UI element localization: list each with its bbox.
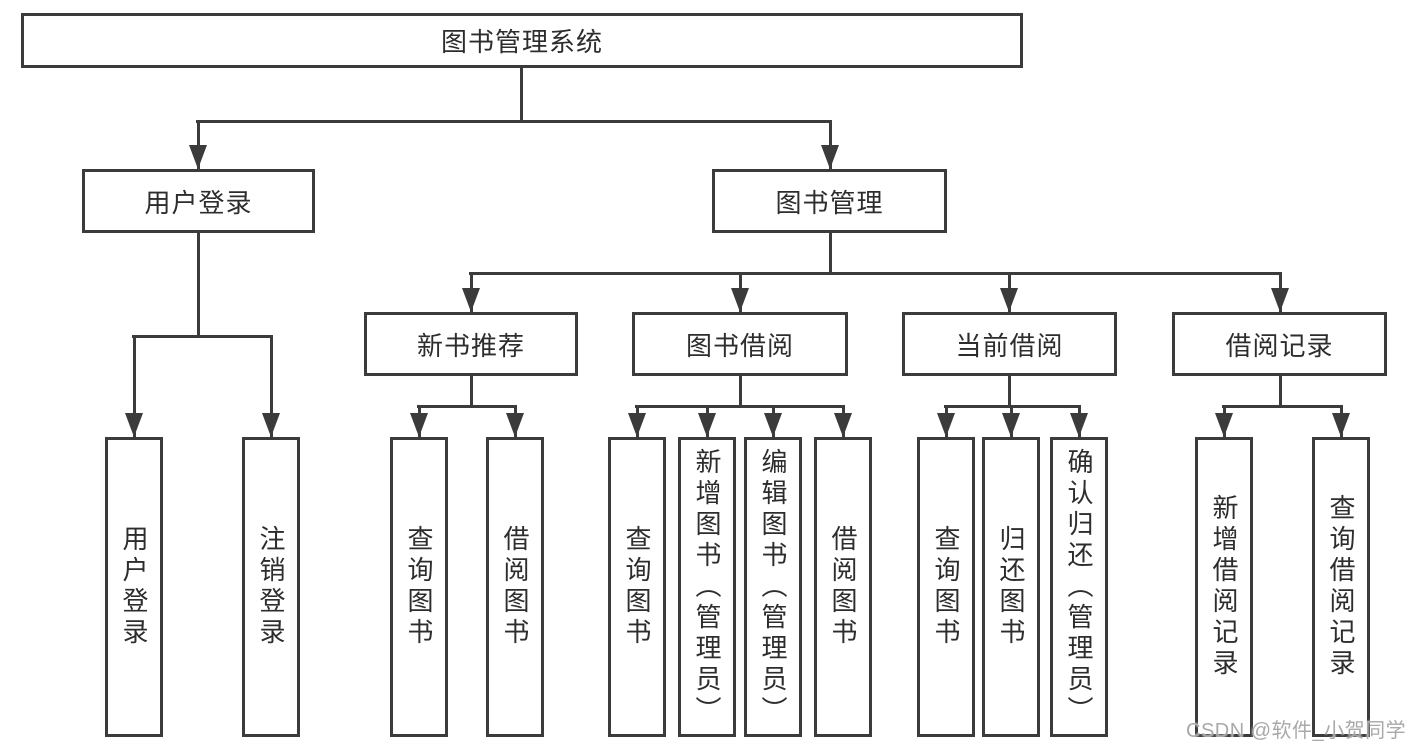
leaf-query-books-borrowing: 查询图书 <box>608 437 666 737</box>
arrowhead-borrowing-records <box>1271 288 1289 312</box>
arrowhead-leaf-add-record <box>1215 413 1233 437</box>
arrowhead-book-management <box>821 145 839 169</box>
connector-book-management-stem <box>829 233 832 275</box>
arrowhead-leaf-logout <box>262 413 280 437</box>
connector-root-stem <box>520 68 523 123</box>
connector-current-borrowing-stem <box>1008 376 1011 408</box>
connector-book-borrowing-stem <box>739 376 742 408</box>
leaf-query-books-current: 查询图书 <box>917 437 975 737</box>
node-borrowing-records: 借阅记录 <box>1172 312 1387 376</box>
leaf-edit-book-admin: 编辑图书（管理员） <box>744 437 802 737</box>
node-new-book-recommendation: 新书推荐 <box>364 312 578 376</box>
connector-borrowing-records-stem <box>1279 376 1282 408</box>
arrowhead-leaf-edit-book <box>764 413 782 437</box>
leaf-return-book: 归还图书 <box>982 437 1040 737</box>
leaf-query-borrow-record: 查询借阅记录 <box>1312 437 1370 737</box>
leaf-user-login: 用户登录 <box>105 437 163 737</box>
watermark: CSDN @软件_小贺同学 <box>1186 720 1405 742</box>
leaf-add-borrow-record: 新增借阅记录 <box>1195 437 1253 737</box>
arrowhead-new-book-recommendation <box>462 288 480 312</box>
leaf-borrow-books-borrowing: 借阅图书 <box>814 437 872 737</box>
leaf-add-book-admin: 新增图书（管理员） <box>678 437 736 737</box>
arrowhead-leaf-query-books-1 <box>410 413 428 437</box>
leaf-confirm-return-admin: 确认归还（管理员） <box>1050 437 1108 737</box>
node-user-login: 用户登录 <box>82 169 315 233</box>
connector-book-borrowing-hline <box>635 405 845 408</box>
connector-to-leaf-logout <box>270 335 273 437</box>
connector-borrowing-records-hline <box>1222 405 1343 408</box>
connector-root-hline <box>196 120 832 123</box>
arrowhead-leaf-confirm-return <box>1070 413 1088 437</box>
connector-level3-hline <box>469 272 1282 275</box>
leaf-borrow-books-recommend: 借阅图书 <box>486 437 544 737</box>
arrowhead-leaf-borrow-books-2 <box>834 413 852 437</box>
node-book-management: 图书管理 <box>712 169 947 233</box>
node-book-borrowing: 图书借阅 <box>632 312 848 376</box>
arrowhead-current-borrowing <box>1000 288 1018 312</box>
connector-to-book-management <box>829 120 832 169</box>
arrowhead-leaf-return-book <box>1002 413 1020 437</box>
arrowhead-user-login <box>189 145 207 169</box>
node-library-management-system: 图书管理系统 <box>21 13 1023 68</box>
connector-to-leaf-user-login <box>133 335 136 437</box>
arrowhead-leaf-query-books-2 <box>628 413 646 437</box>
arrowhead-leaf-add-book <box>698 413 716 437</box>
node-current-borrowing: 当前借阅 <box>902 312 1117 376</box>
arrowhead-leaf-query-record <box>1332 413 1350 437</box>
arrowhead-leaf-user-login <box>125 413 143 437</box>
connector-user-login-hline <box>132 335 273 338</box>
leaf-query-books-recommend: 查询图书 <box>390 437 448 737</box>
connector-to-user-login <box>197 120 200 169</box>
arrowhead-leaf-query-books-3 <box>937 413 955 437</box>
connector-user-login-stem <box>197 233 200 337</box>
connector-new-book-hline <box>417 405 517 408</box>
arrowhead-leaf-borrow-books-1 <box>506 413 524 437</box>
connector-new-book-stem <box>470 376 473 408</box>
arrowhead-book-borrowing <box>731 288 749 312</box>
leaf-logout: 注销登录 <box>242 437 300 737</box>
